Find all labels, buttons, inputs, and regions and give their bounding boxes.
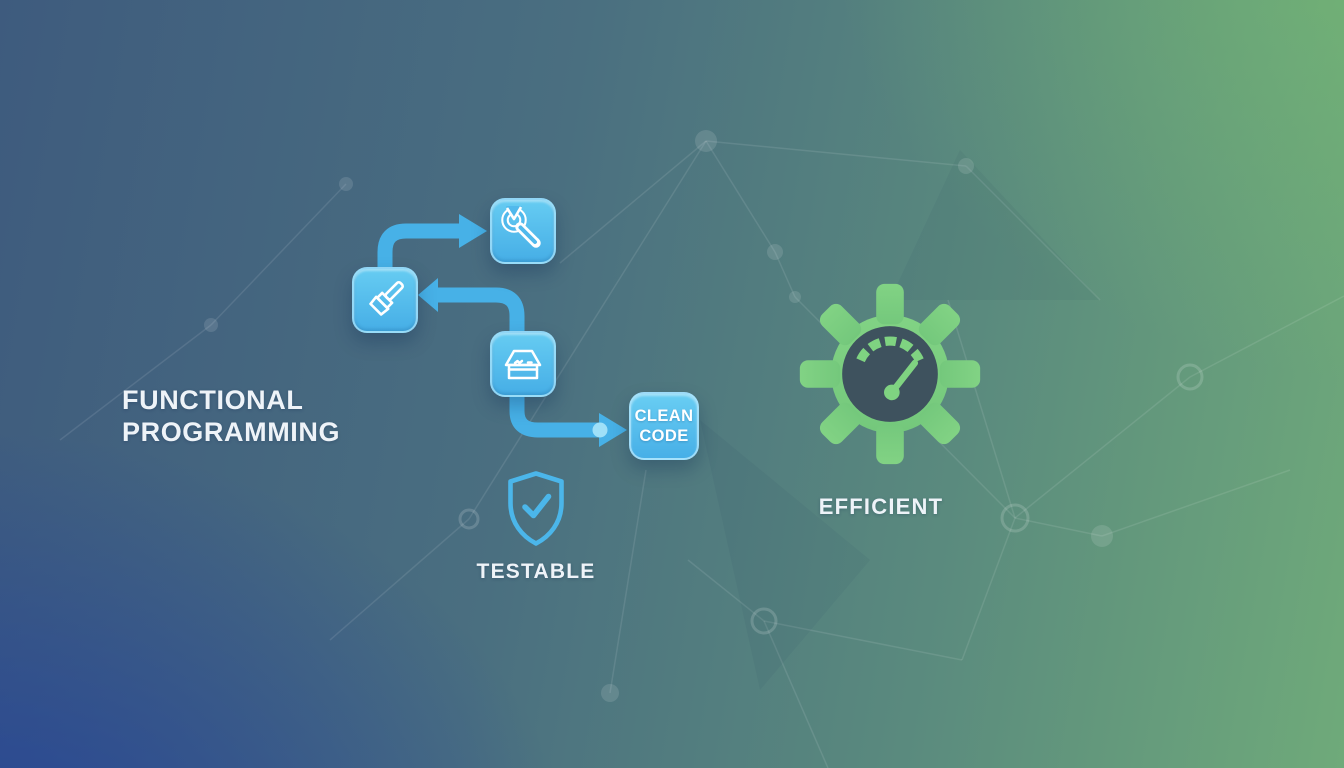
wrench-icon: [501, 206, 541, 248]
gauge-dial-face: [842, 326, 938, 422]
efficient-feature: [798, 282, 982, 471]
page-title: FUNCTIONAL PROGRAMMING: [122, 385, 341, 447]
arrow-node-dot: [592, 422, 608, 438]
clean-code-badge: CLEAN CODE: [629, 392, 699, 460]
testable-label: TESTABLE: [476, 560, 596, 583]
flow-step-toolbox: [490, 331, 556, 397]
clean-code-label: CLEAN CODE: [634, 406, 694, 445]
gauge-arc: [856, 336, 924, 363]
arrow-head-to-brush: [418, 278, 438, 312]
gauge-needle-hub: [884, 384, 900, 401]
flow-step-brush: [352, 267, 418, 333]
testable-feature: [504, 470, 568, 553]
brush-icon: [369, 280, 405, 316]
efficient-label: EFFICIENT: [818, 494, 944, 519]
arrow-head-to-clean-code: [599, 413, 627, 447]
toolbox-icon: [504, 349, 542, 380]
gear-gauge-icon: [799, 283, 981, 465]
flow-step-wrench: [490, 198, 556, 264]
arrow-head-to-wrench: [459, 214, 487, 248]
shield-check-icon: [508, 471, 564, 546]
